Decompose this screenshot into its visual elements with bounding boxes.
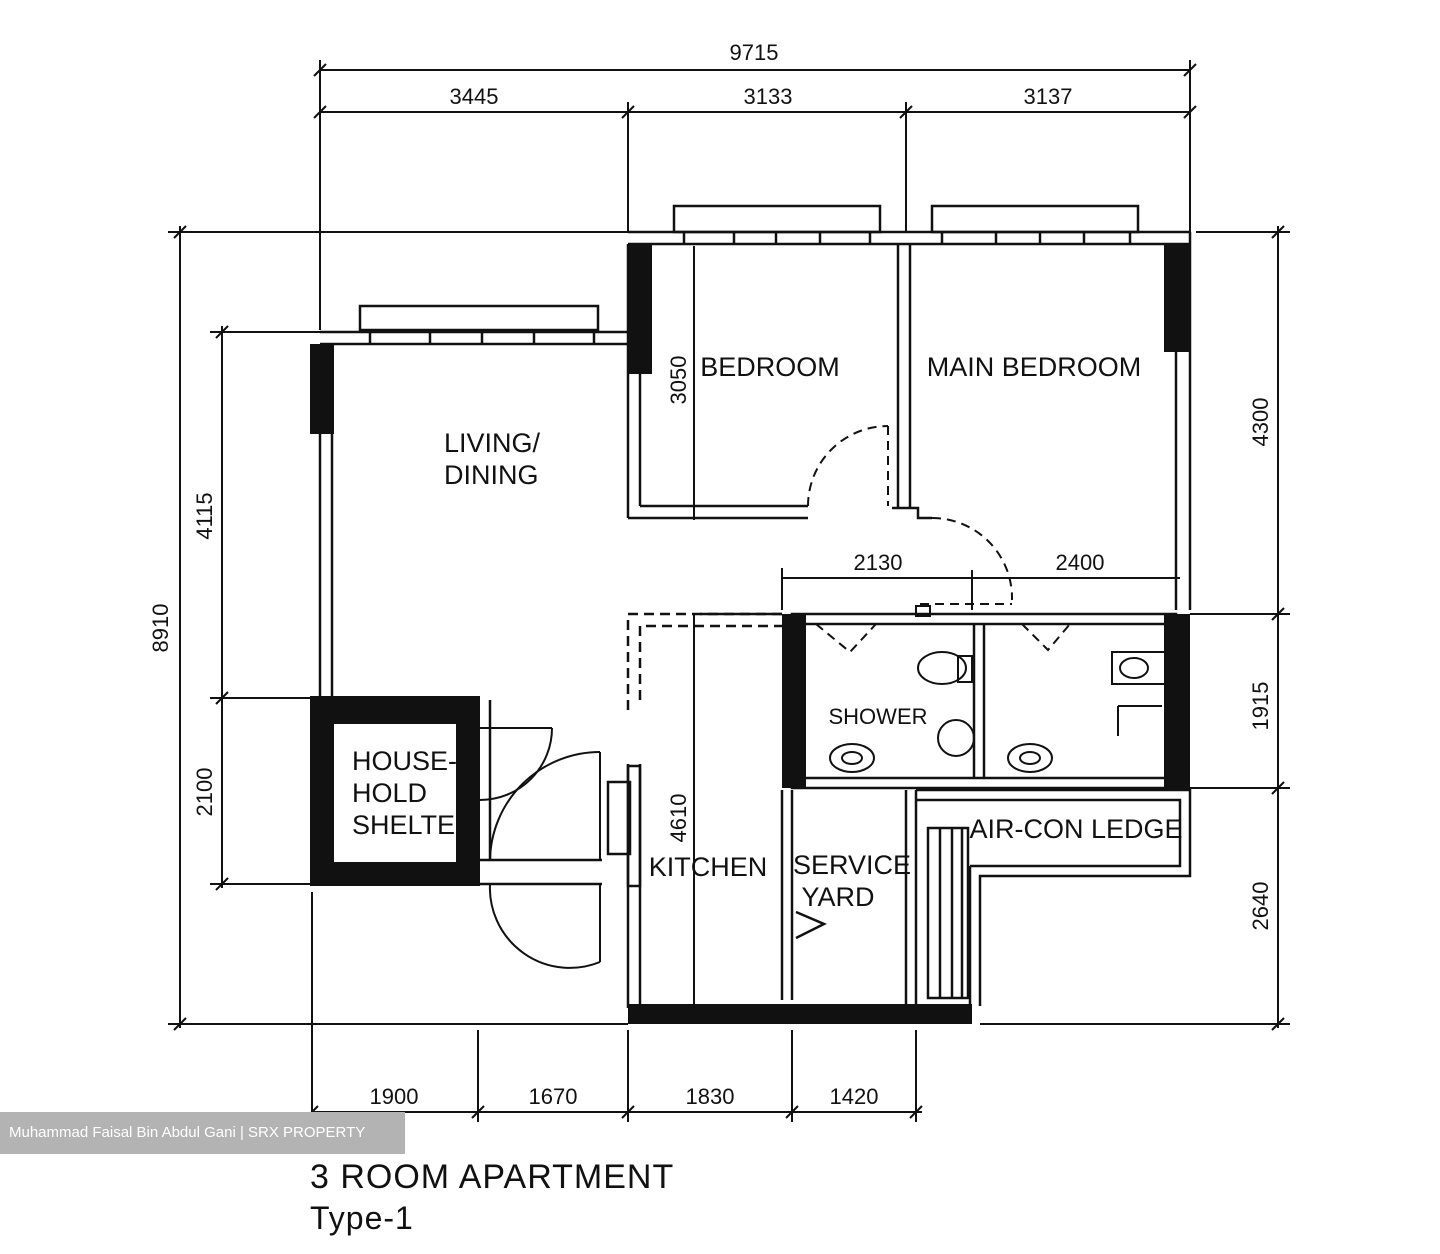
plan-subtitle: Type-1 [310,1200,414,1236]
dim-top-1: 3445 [450,84,499,109]
dimension-labels: 9715 3445 3133 3137 8910 4115 2100 4300 … [148,40,1273,1109]
dim-left-overall: 8910 [148,604,173,653]
room-label-shelter-line3: SHELTER [352,810,475,840]
dim-bottom-4: 1420 [830,1084,879,1109]
dim-top-2: 3133 [744,84,793,109]
dim-right-mid: 1915 [1248,682,1273,731]
dim-bottom-3: 1830 [686,1084,735,1109]
watermark-bar: Muhammad Faisal Bin Abdul Gani | SRX PRO… [0,1112,405,1154]
dim-lines-left [168,225,628,1031]
dim-bath-1: 2130 [854,550,903,575]
dim-lines-right [980,225,1290,1031]
room-label-bedroom: BEDROOM [700,352,840,382]
sanitary-fixtures [829,605,1167,773]
dim-left-lower: 2100 [192,768,217,817]
dim-bedroom-depth: 3050 [666,356,691,405]
dim-bath-2: 2400 [1056,550,1105,575]
dim-lines-top [313,60,1197,330]
plan-title: 3 ROOM APARTMENT [310,1158,675,1196]
room-label-main-bedroom: MAIN BEDROOM [927,352,1142,382]
dim-lines-bottom [305,892,923,1122]
room-label-shelter-line2: HOLD [352,778,427,808]
dim-kitchen-length: 4610 [666,794,691,843]
room-label-shelter-line1: HOUSE- [352,746,457,776]
dim-top-3: 3137 [1024,84,1073,109]
room-label-aircon-ledge: AIR-CON LEDGE [969,814,1182,844]
dim-right-lower: 2640 [1248,882,1273,931]
dim-overall-width: 9715 [730,40,779,65]
dim-left-upper: 4115 [192,492,217,539]
room-label-bath: SHOWER [829,704,928,729]
dim-bottom-2: 1670 [529,1084,578,1109]
room-label-living-line2: DINING [444,460,539,490]
dim-right-upper: 4300 [1248,398,1273,447]
room-label-living-line1: LIVING/ [444,428,541,458]
entry-doors [479,727,601,969]
dim-bottom-1: 1900 [370,1084,419,1109]
walls [318,204,1192,1008]
door-swings [807,425,1071,654]
solid-walls [310,244,1190,1024]
room-labels: BEDROOM MAIN BEDROOM LIVING/ DINING HOUS… [352,352,1183,912]
room-label-kitchen: KITCHEN [649,852,768,882]
room-label-service-line1: SERVICE [793,850,911,880]
room-label-service-line2: YARD [801,882,874,912]
